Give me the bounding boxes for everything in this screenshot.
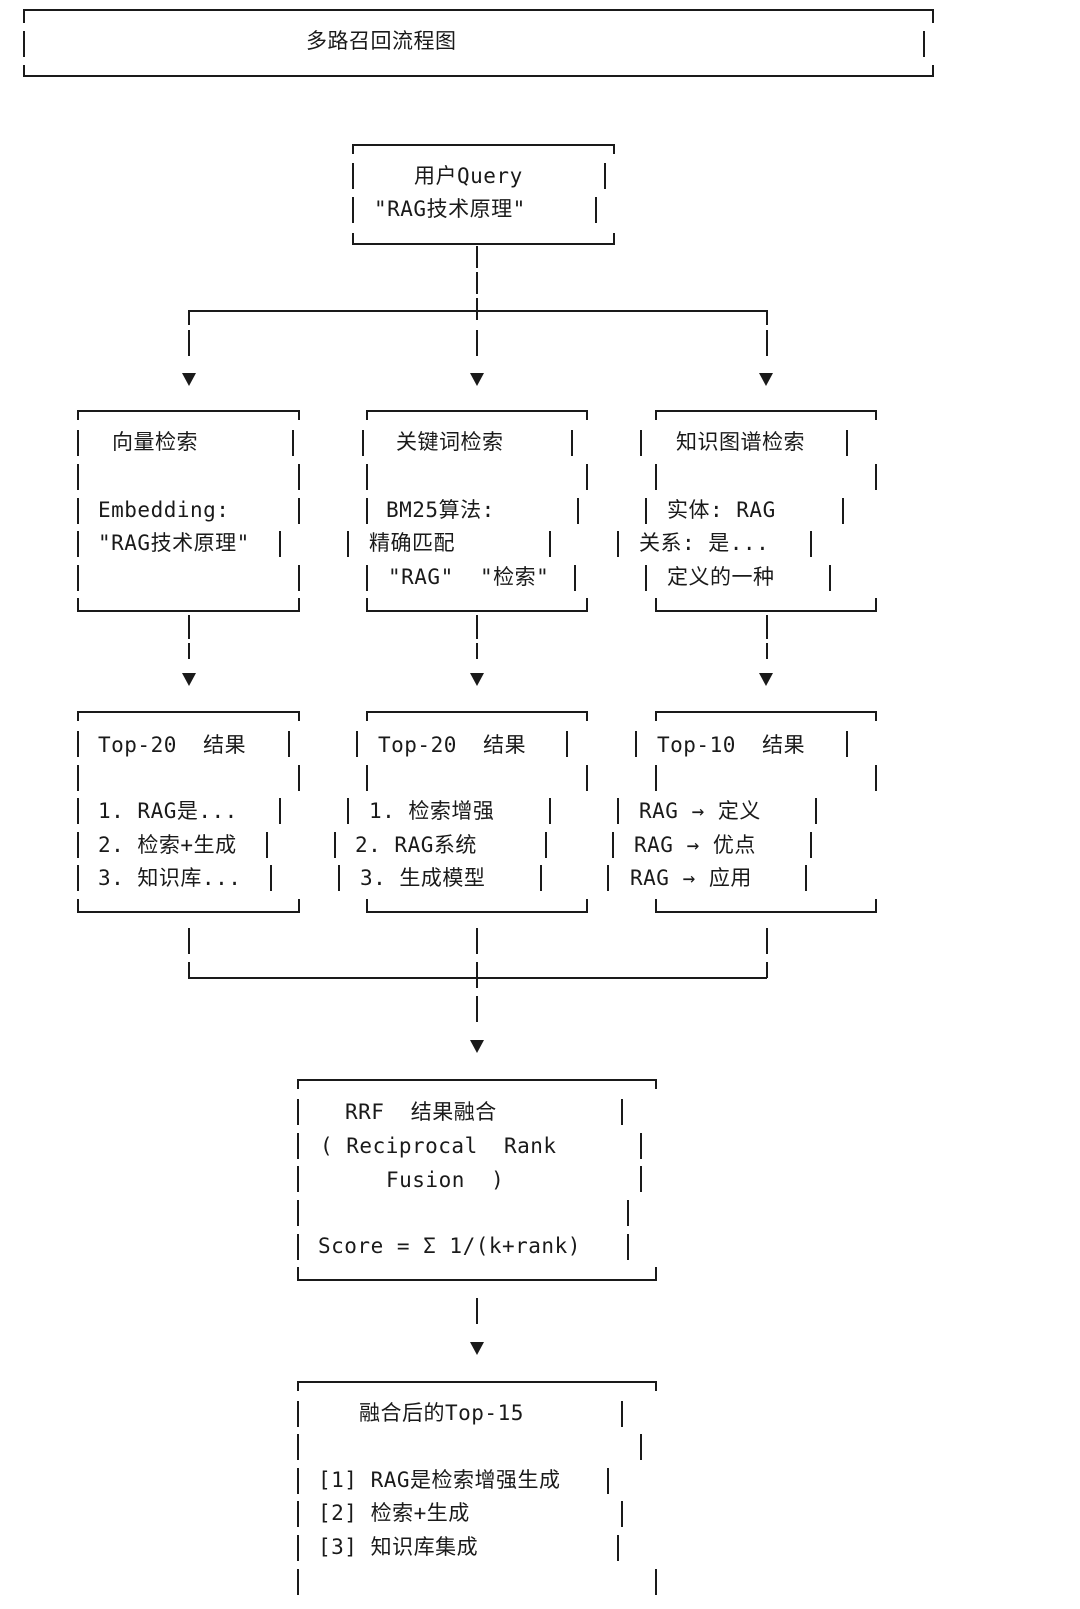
query-box: 用户Query "RAG技术原理" (352, 144, 615, 245)
final-title: 融合后的Top-15 (359, 1401, 524, 1425)
final-item: [3] 知识库集成 (318, 1535, 479, 1559)
fusion-formula: Score = Σ 1/(k+rank) (318, 1234, 581, 1258)
fusion-title: RRF 结果融合 (345, 1100, 497, 1124)
graph-retrieval-line3: 定义的一种 (667, 565, 775, 589)
diagram-title: 多路召回流程图 (306, 29, 457, 53)
keyword-result-item: 3. 生成模型 (360, 866, 486, 890)
fusion-line2: Fusion ) (386, 1168, 505, 1192)
query-label: 用户Query (414, 164, 523, 188)
graph-result-item: RAG → 优点 (634, 833, 756, 857)
rrf-fusion-box: RRF 结果融合 ( Reciprocal Rank Fusion ) Scor… (297, 1079, 657, 1281)
query-text: "RAG技术原理" (374, 197, 526, 221)
graph-retrieval-line2: 关系: 是... (639, 531, 770, 555)
vector-retrieval-title: 向量检索 (112, 430, 198, 454)
final-item: [1] RAG是检索增强生成 (318, 1468, 561, 1492)
graph-results-box: Top-10 结果 RAG → 定义 RAG → 优点 RAG → 应用 (630, 711, 877, 913)
vector-results-title: Top-20 结果 (98, 733, 247, 757)
keyword-retrieval-line2: 精确匹配 (369, 531, 455, 555)
keyword-results-title: Top-20 结果 (378, 733, 527, 757)
final-top15-box: 融合后的Top-15 [1] RAG是检索增强生成 [2] 检索+生成 [3] … (297, 1381, 657, 1609)
vector-result-item: 2. 检索+生成 (98, 833, 237, 857)
vector-retrieval-box: 向量检索 Embedding: "RAG技术原理" (77, 410, 300, 612)
vector-retrieval-line2: "RAG技术原理" (98, 531, 250, 555)
graph-retrieval-line1: 实体: RAG (667, 498, 776, 522)
keyword-retrieval-line3: "RAG" "检索" (388, 565, 550, 589)
graph-retrieval-title: 知识图谱检索 (676, 430, 805, 454)
graph-result-item: RAG → 定义 (639, 799, 761, 823)
title-box: 多路召回流程图 (23, 9, 934, 77)
graph-retrieval-box: 知识图谱检索 实体: RAG 关系: 是... 定义的一种 (639, 410, 877, 612)
keyword-results-box: Top-20 结果 1. 检索增强 2. RAG系统 3. 生成模型 (355, 711, 588, 913)
keyword-result-item: 2. RAG系统 (355, 833, 477, 857)
keyword-retrieval-title: 关键词检索 (396, 430, 504, 454)
keyword-retrieval-line1: BM25算法: (386, 498, 495, 522)
keyword-result-item: 1. 检索增强 (369, 799, 495, 823)
graph-results-title: Top-10 结果 (657, 733, 806, 757)
vector-result-item: 3. 知识库... (98, 866, 242, 890)
final-item: [2] 检索+生成 (318, 1501, 470, 1525)
keyword-retrieval-box: 关键词检索 BM25算法: 精确匹配 "RAG" "检索" (366, 410, 588, 612)
fusion-line1: ( Reciprocal Rank (320, 1134, 557, 1158)
graph-result-item: RAG → 应用 (630, 866, 752, 890)
vector-results-box: Top-20 结果 1. RAG是... 2. 检索+生成 3. 知识库... (77, 711, 300, 913)
vector-result-item: 1. RAG是... (98, 799, 238, 823)
vector-retrieval-line1: Embedding: (98, 498, 230, 522)
